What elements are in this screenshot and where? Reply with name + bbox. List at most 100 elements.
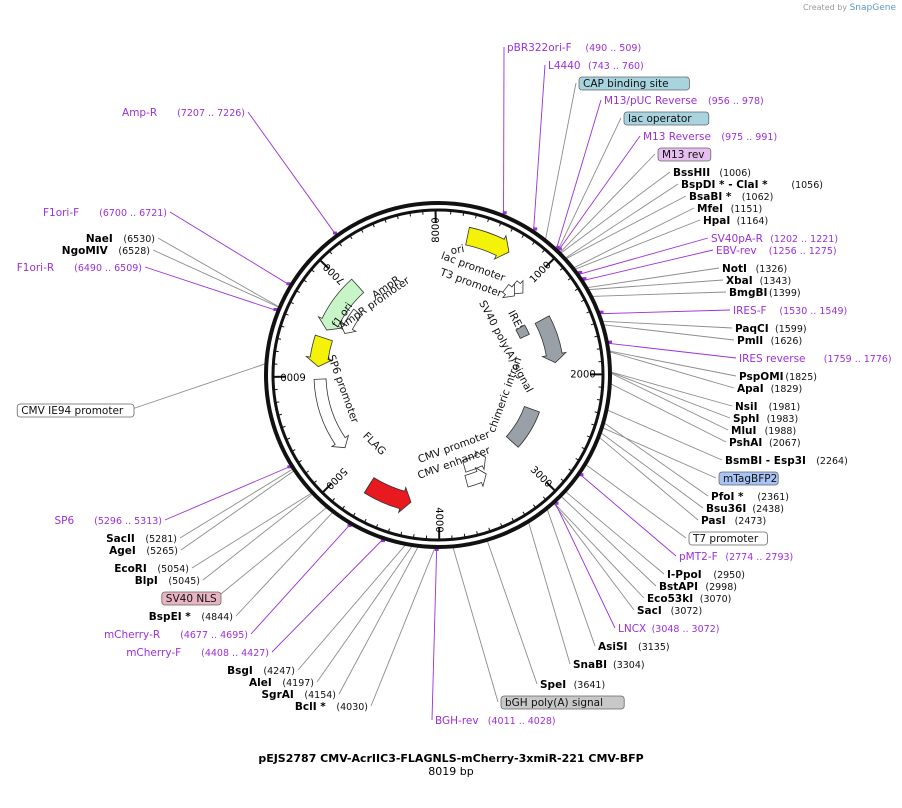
label-pfoi: PfoI *(2361) bbox=[711, 491, 789, 503]
label-range: (4844) bbox=[201, 612, 233, 623]
label-noti: NotI(1326) bbox=[722, 263, 787, 275]
label-name: AleI bbox=[249, 677, 272, 689]
label-range: (1151) bbox=[731, 204, 763, 215]
label-name: PspOMI bbox=[739, 371, 784, 383]
leader-line bbox=[152, 249, 280, 309]
minor-tick bbox=[297, 460, 302, 464]
label-name: L4440 bbox=[548, 60, 581, 72]
label-name: BGH-rev bbox=[435, 715, 479, 727]
minor-tick bbox=[581, 446, 586, 450]
leader-line bbox=[553, 502, 645, 599]
minor-tick bbox=[372, 223, 375, 228]
label-sv40pa-r: SV40pA-R(1202 .. 1221) bbox=[711, 233, 838, 245]
label-sp6: (5296 .. 5313)SP6 bbox=[55, 515, 162, 527]
minor-tick bbox=[475, 214, 477, 219]
label-ebv-rev: EBV-rev(1256 .. 1275) bbox=[716, 245, 837, 257]
leader-line bbox=[191, 492, 313, 569]
minor-tick bbox=[277, 337, 282, 340]
minor-tick bbox=[597, 399, 602, 401]
leader-line bbox=[584, 463, 687, 539]
label-range: (2067) bbox=[769, 438, 801, 449]
label-name: AgeI bbox=[109, 545, 136, 557]
label-range: (5054) bbox=[157, 564, 189, 575]
minor-tick bbox=[560, 478, 565, 482]
label-name: HpaI bbox=[703, 215, 730, 227]
label-bgh-rev: BGH-rev(4011 .. 4028) bbox=[435, 715, 556, 727]
label-name: lac operator bbox=[628, 113, 692, 125]
label-name: SpeI bbox=[540, 679, 566, 691]
minor-tick bbox=[591, 423, 596, 426]
tick-label: 6000 bbox=[280, 370, 306, 381]
leader-line bbox=[486, 539, 538, 685]
leader-line bbox=[564, 195, 687, 260]
leader-line bbox=[370, 546, 436, 707]
label-range: (1056) bbox=[791, 180, 823, 191]
label-ecori: (5054)EcoRI bbox=[114, 563, 189, 575]
minor-tick bbox=[522, 511, 526, 516]
label-xbai: XbaI(1343) bbox=[726, 275, 791, 287]
label-range: (3135) bbox=[638, 642, 670, 653]
minor-tick bbox=[511, 517, 515, 522]
minor-tick bbox=[274, 350, 279, 353]
leader-line bbox=[586, 267, 720, 289]
minor-tick bbox=[396, 215, 399, 220]
primer-mark bbox=[582, 277, 587, 281]
label-name: BlpI bbox=[135, 575, 158, 587]
minor-tick bbox=[363, 518, 367, 523]
minor-tick bbox=[533, 504, 537, 509]
minor-tick bbox=[487, 217, 490, 222]
label-name: Bsu36I bbox=[706, 503, 746, 515]
label-mfei: MfeI(1151) bbox=[697, 203, 762, 215]
label-name: PmlI bbox=[737, 335, 763, 347]
label-name: CAP binding site bbox=[583, 78, 669, 90]
minor-tick bbox=[277, 413, 282, 416]
label-name: IRES reverse bbox=[739, 353, 806, 365]
leader-line bbox=[564, 183, 679, 259]
leader-line bbox=[431, 546, 438, 721]
leader-line bbox=[452, 546, 499, 703]
primer-mark bbox=[347, 523, 352, 527]
feature-chimeric-intron-shape bbox=[505, 405, 540, 448]
label-range: (3641) bbox=[574, 680, 606, 691]
plasmid-length: 8019 bp bbox=[428, 765, 474, 778]
annotation-labels: pBR322ori-F(490 .. 509)L4440(743 .. 760)… bbox=[17, 42, 892, 727]
label-range: (3072) bbox=[671, 606, 703, 617]
minor-tick bbox=[532, 241, 536, 245]
minor-tick bbox=[594, 411, 599, 414]
leader-line bbox=[560, 495, 657, 587]
primer-mark bbox=[502, 211, 507, 215]
primer-mark bbox=[557, 247, 562, 251]
label-mtagbfp2: mTagBFP2 bbox=[718, 471, 779, 486]
label-name: I-PpoI bbox=[667, 569, 702, 581]
leader-line bbox=[271, 537, 385, 653]
leader-line bbox=[157, 237, 281, 308]
leader-line bbox=[587, 279, 724, 291]
label-bsu36i: Bsu36I(2438) bbox=[706, 503, 784, 515]
label-sacii: (5281)SacII bbox=[106, 533, 177, 545]
leader-line bbox=[609, 372, 729, 431]
label-pasi: PasI(2473) bbox=[701, 515, 766, 527]
label-range: (1626) bbox=[771, 336, 803, 347]
label-name: M13 Reverse bbox=[643, 131, 711, 143]
label-bgh-poly-a-signal: bGH poly(A) signal bbox=[500, 695, 625, 710]
minor-tick bbox=[289, 301, 294, 305]
minor-tick bbox=[286, 437, 291, 441]
label-sphi: SphI(1983) bbox=[733, 413, 798, 425]
feature-t3-promoter-shape bbox=[501, 282, 515, 299]
label-apai: ApaI(1829) bbox=[737, 383, 802, 395]
minor-tick bbox=[499, 222, 502, 227]
label-range: (5265) bbox=[146, 546, 178, 557]
label-name: EBV-rev bbox=[716, 245, 757, 257]
leader-line bbox=[557, 135, 641, 252]
label-m13-rev: M13 rev bbox=[657, 147, 712, 162]
leader-line bbox=[546, 508, 596, 647]
leader-line bbox=[581, 249, 714, 282]
label-range: (6490 .. 6509) bbox=[74, 263, 142, 274]
leader-line bbox=[603, 422, 709, 497]
label-range: (1981) bbox=[769, 402, 801, 413]
label-range: (3304) bbox=[613, 660, 645, 671]
label-range: (3070) bbox=[700, 594, 732, 605]
label-range: (1530 .. 1549) bbox=[779, 306, 847, 317]
leader-line bbox=[544, 82, 577, 241]
label-nsii: NsiI(1981) bbox=[735, 401, 800, 413]
